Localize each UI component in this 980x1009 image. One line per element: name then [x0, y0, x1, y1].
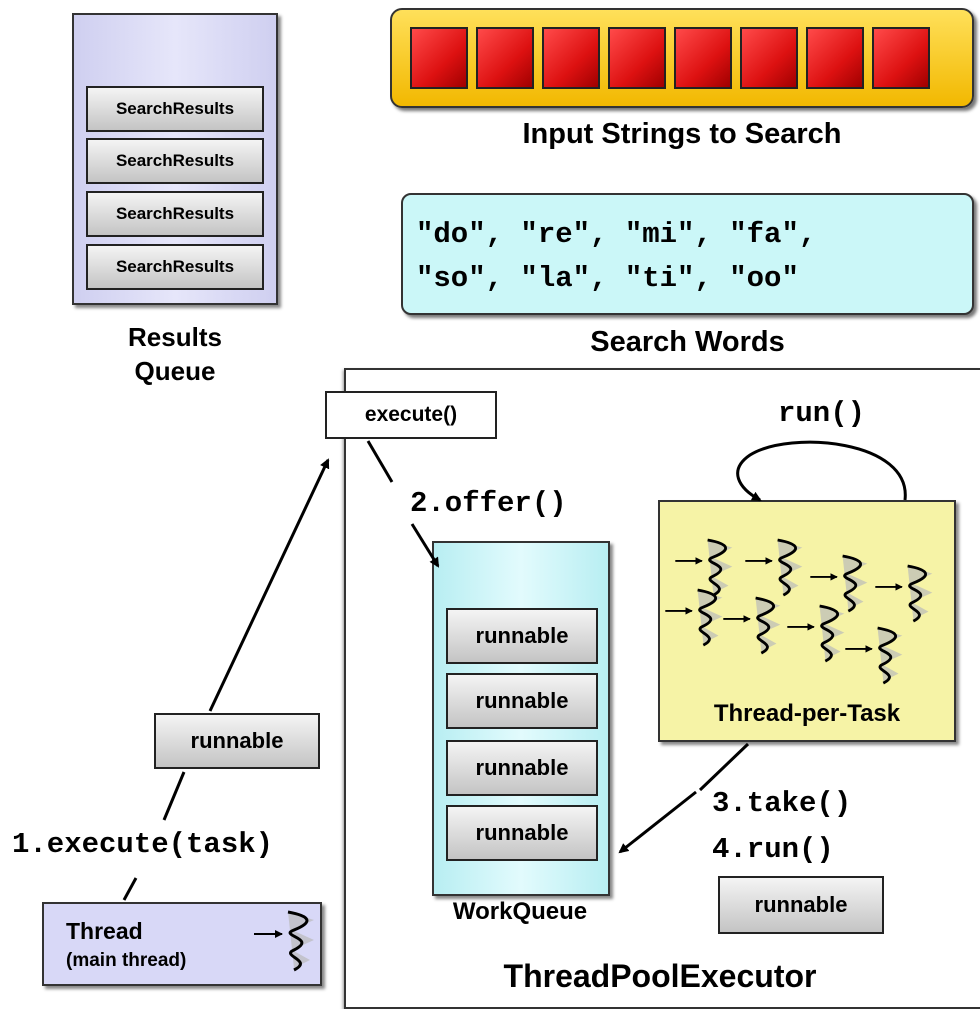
thread-icon [810, 554, 868, 613]
offer-label: 2.offer() [410, 487, 567, 520]
execute-task-label: 1.execute(task) [12, 828, 274, 861]
search-words-label: Search Words [590, 326, 785, 358]
thread-icon [787, 604, 845, 663]
thread-icon [845, 626, 903, 685]
search-results-item: SearchResults [86, 138, 264, 184]
runnable-item: runnable [446, 608, 598, 664]
input-string-cell [674, 27, 732, 89]
main-thread-subtitle: (main thread) [66, 950, 187, 971]
runnable-submitted: runnable [154, 713, 320, 769]
arrow-main-to-runnable [122, 877, 138, 901]
search-results-item: SearchResults [86, 191, 264, 237]
arrow-runnable-to-execute [208, 458, 330, 712]
thread-pool-executor-title: ThreadPoolExecutor [503, 958, 817, 994]
run-loop-arrow [736, 440, 907, 502]
arrow-execute-to-offer [366, 440, 394, 483]
run-label: 4.run() [712, 833, 834, 866]
main-thread-box [42, 902, 322, 986]
search-words-line1: "do", "re", "mi", "fa", [416, 218, 817, 251]
input-string-cell [872, 27, 930, 89]
input-string-cell [476, 27, 534, 89]
input-string-cell [542, 27, 600, 89]
main-thread-title: Thread [66, 918, 143, 944]
arrow-take-to-queue [618, 790, 697, 854]
take-label: 3.take() [712, 787, 852, 820]
input-string-cell [740, 27, 798, 89]
thread-per-task-label: Thread-per-Task [713, 700, 901, 727]
arrow-runnable-lower [162, 771, 186, 821]
thread-icon [665, 588, 723, 647]
results-queue-label-line1: Results [128, 322, 222, 352]
input-strings-label: Input Strings to Search [522, 118, 842, 150]
thread-icon [875, 564, 933, 623]
work-queue-label: WorkQueue [452, 898, 588, 925]
search-words-box [401, 193, 974, 315]
search-results-item: SearchResults [86, 86, 264, 132]
thread-icon [675, 538, 733, 597]
thread-icons [254, 538, 933, 972]
results-queue-label-line2: Queue [134, 356, 216, 386]
thread-icon [745, 538, 803, 597]
search-words-line2: "so", "la", "ti", "oo" [416, 262, 799, 295]
runnable-item: runnable [446, 673, 598, 729]
input-string-cell [410, 27, 468, 89]
search-results-item: SearchResults [86, 244, 264, 290]
execute-method-box: execute() [325, 391, 497, 439]
runnable-being-run: runnable [718, 876, 884, 934]
input-string-cell [608, 27, 666, 89]
thread-icon [723, 596, 781, 655]
runnable-item: runnable [446, 740, 598, 796]
runnable-item: runnable [446, 805, 598, 861]
arrow-take [698, 742, 750, 792]
run-loop-label: run() [778, 397, 866, 430]
thread-icon [254, 910, 314, 972]
arrow-offer-to-queue [410, 523, 440, 568]
input-string-cell [806, 27, 864, 89]
